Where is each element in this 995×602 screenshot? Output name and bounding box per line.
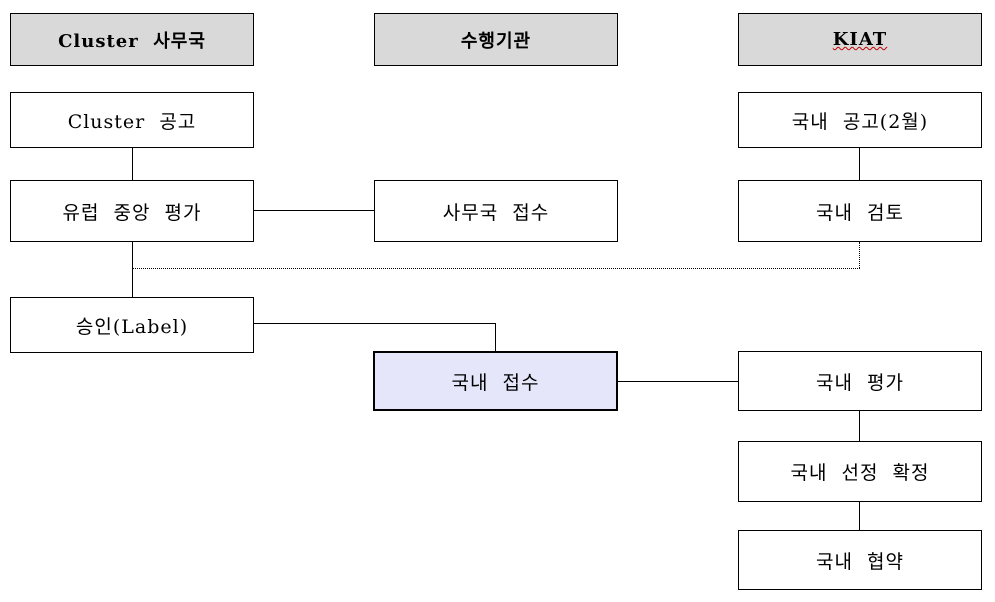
domestic-selection-label: 국내 선정 확정 — [790, 462, 930, 484]
domestic-evaluation-box: 국내 평가 — [738, 351, 982, 411]
connector-evaluation-to-approval — [132, 242, 133, 297]
domestic-announcement-box: 국내 공고(2월) — [738, 92, 982, 148]
eu-evaluation-box: 유럽 중앙 평가 — [10, 180, 254, 242]
domestic-agreement-box: 국내 협약 — [738, 530, 982, 590]
office-receipt-label: 사무국 접수 — [442, 201, 550, 224]
header-cluster-office: Cluster 사무국 — [10, 13, 254, 66]
connector-evaluation-to-selection — [859, 411, 860, 441]
header-kiat: KIAT — [738, 13, 982, 66]
cluster-announcement-box: Cluster 공고 — [10, 92, 254, 148]
connector-approval-horizontal — [254, 323, 496, 324]
domestic-evaluation-label: 국내 평가 — [816, 371, 904, 394]
domestic-agreement-label: 국내 협약 — [816, 550, 904, 573]
header-executing-agency: 수행기관 — [374, 13, 618, 66]
header-executing-agency-label: 수행기관 — [460, 30, 532, 52]
approval-label: 승인(Label) — [75, 315, 189, 338]
connector-selection-to-agreement — [859, 502, 860, 530]
dotted-connector-horizontal — [132, 268, 860, 269]
connector-announcement-to-evaluation — [132, 148, 133, 180]
domestic-announcement-label: 국내 공고(2월) — [791, 110, 929, 133]
domestic-review-box: 국내 검토 — [738, 180, 982, 242]
domestic-selection-box: 국내 선정 확정 — [738, 441, 982, 502]
connector-domestic-receipt-to-evaluation — [618, 381, 738, 382]
domestic-review-label: 국내 검토 — [816, 201, 904, 224]
connector-evaluation-to-office-receipt — [254, 210, 374, 211]
connector-approval-to-domestic-receipt — [495, 323, 496, 351]
header-cluster-office-label: Cluster 사무국 — [58, 30, 206, 52]
domestic-receipt-label: 국내 접수 — [451, 371, 540, 394]
cluster-announcement-label: Cluster 공고 — [67, 110, 197, 133]
approval-box: 승인(Label) — [10, 297, 254, 353]
header-kiat-label: KIAT — [832, 29, 888, 50]
connector-kiat-announcement-to-review — [859, 148, 860, 180]
office-receipt-box: 사무국 접수 — [374, 180, 618, 242]
dotted-connector-vertical — [859, 242, 860, 268]
eu-evaluation-label: 유럽 중앙 평가 — [62, 201, 202, 224]
domestic-receipt-box: 국내 접수 — [373, 351, 618, 411]
